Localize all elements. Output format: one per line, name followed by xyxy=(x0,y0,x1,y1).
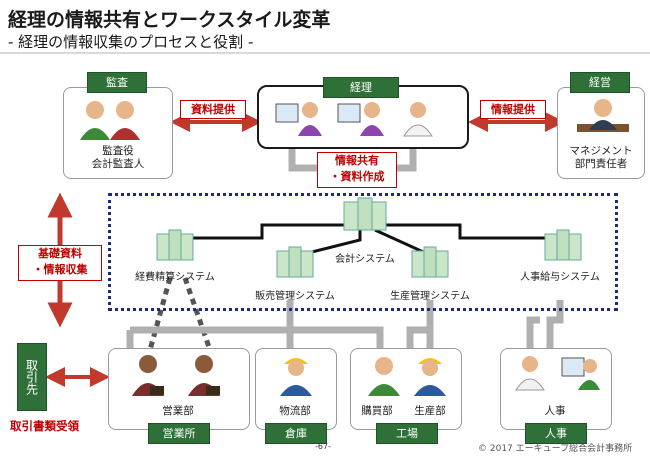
eigyo-dept-label: 営業部 xyxy=(162,405,194,417)
eigyosho-group xyxy=(108,348,250,430)
jinji-server-icon xyxy=(544,229,582,261)
page-title: 経理の情報共有とワークスタイル変革 xyxy=(8,9,331,31)
eigyo-person-icon xyxy=(132,355,220,396)
dotted-link xyxy=(147,277,173,351)
keiri-label: 経理 xyxy=(323,77,399,98)
audit-label: 監査 xyxy=(87,72,147,93)
jinji-system-label: 人事給与システム xyxy=(520,272,600,283)
keiei-label: 経営 xyxy=(570,72,630,93)
joho-teikyo-label: 情報提供 xyxy=(480,100,546,119)
kojo-label: 工場 xyxy=(376,423,438,444)
kojo-group xyxy=(350,348,462,430)
network-line xyxy=(190,223,360,240)
jinji-dept-label: 人事 xyxy=(544,405,566,417)
joho-kyoyu-label: 情報共有 ・資料作成 xyxy=(317,152,397,188)
site-link-line xyxy=(406,300,434,348)
auditor-person-icon xyxy=(80,101,140,140)
keiei-people-text: マネジメント 部門責任者 xyxy=(569,145,633,170)
torihiki-shorui-label: 取引書類受領 xyxy=(10,419,79,433)
butsuryu-dept-label: 物流部 xyxy=(279,405,311,417)
site-link-line xyxy=(126,326,384,348)
kiso-shiryo-label: 基礎資料 ・情報収集 xyxy=(18,245,102,281)
copyright-text: © 2017 エーキューブ総合会計事務所 xyxy=(478,444,633,454)
manager-person-icon xyxy=(577,99,629,132)
torihikisaki-box: 取引先 xyxy=(17,343,47,411)
site-link-line xyxy=(526,316,540,348)
hanbai-system-label: 販売管理システム xyxy=(255,291,335,302)
dotted-link xyxy=(182,277,213,351)
hanbai-server-icon xyxy=(276,246,314,278)
butsuryu-person-icon xyxy=(280,358,312,396)
page-number: -67- xyxy=(315,442,331,451)
kaikei-server-icon xyxy=(343,197,387,231)
page-subtitle: - 経理の情報収集のプロセスと役割 - xyxy=(8,33,254,51)
torihikisaki-label: 取引先 xyxy=(24,359,39,395)
jinji-person-icon xyxy=(515,356,600,391)
accountant-pc-icon xyxy=(275,102,433,137)
shiryo-teikyo-label: 資料提供 xyxy=(180,100,246,119)
keihi-system-label: 経費精算システム xyxy=(135,272,215,283)
seisan-dept-label: 生産部 xyxy=(414,405,446,417)
title-divider xyxy=(0,52,650,54)
keihi-server-icon xyxy=(156,229,194,261)
seisan-system-label: 生産管理システム xyxy=(390,291,470,302)
kaikei-system-label: 会計システム xyxy=(335,254,395,265)
systems-region xyxy=(108,193,618,311)
jinji-site-label: 人事 xyxy=(525,423,587,444)
seisan-server-icon xyxy=(411,246,449,278)
eigyosho-label: 営業所 xyxy=(148,423,210,444)
network-line xyxy=(385,223,550,240)
kojo-person-icon xyxy=(368,357,446,396)
soko-label: 倉庫 xyxy=(265,423,327,444)
audit-people-text: 監査役 会計監査人 xyxy=(91,145,145,170)
kobai-dept-label: 購買部 xyxy=(361,405,393,417)
